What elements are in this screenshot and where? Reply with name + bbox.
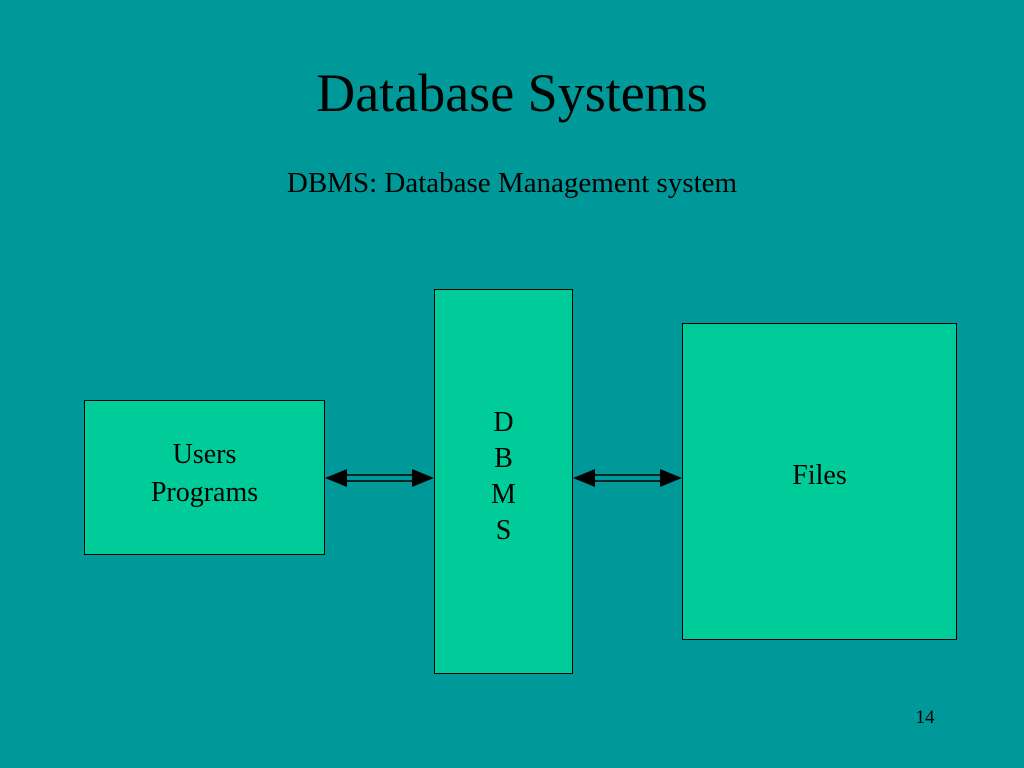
slide-title: Database Systems	[316, 63, 708, 123]
programs-label: Programs	[150, 476, 259, 508]
dbms-box: D B M S	[434, 289, 573, 674]
files-box: Files	[682, 323, 957, 640]
dbms-letter-d: D	[493, 407, 514, 438]
arrow-users-dbms	[325, 469, 434, 487]
page-number: 14	[915, 707, 935, 728]
dbms-letter-m: M	[491, 479, 516, 510]
users-label: Users	[172, 438, 237, 470]
users-programs-box: Users Programs	[84, 400, 325, 555]
arrow-dbms-files	[573, 469, 682, 487]
dbms-letter-b: B	[494, 443, 513, 474]
files-label: Files	[792, 459, 847, 491]
slide-subtitle: DBMS: Database Management system	[286, 167, 738, 199]
dbms-letter-s: S	[495, 515, 512, 546]
